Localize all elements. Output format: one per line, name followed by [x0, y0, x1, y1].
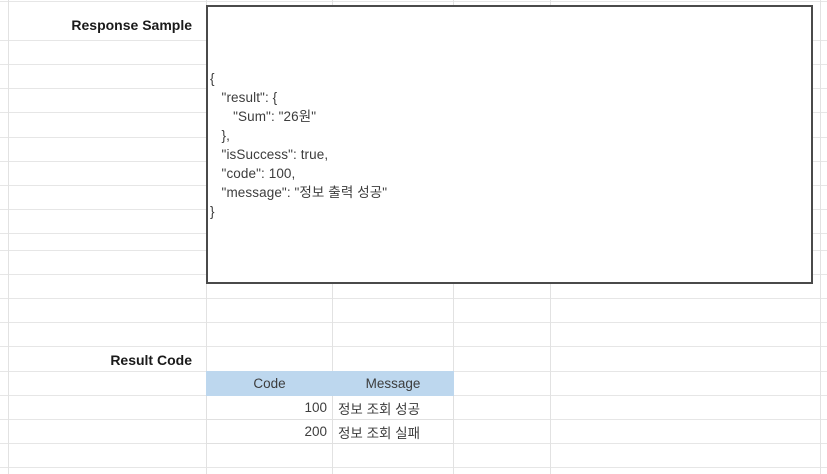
cell-message: 정보 조회 성공 [332, 395, 454, 420]
grid-row-line [0, 467, 827, 468]
grid-row-line [0, 1, 827, 2]
grid-column-line [820, 0, 821, 474]
column-header-message: Message [332, 371, 454, 396]
grid-column-line [8, 0, 9, 474]
grid-row-line [0, 443, 827, 444]
column-header-code: Code [206, 371, 333, 396]
table-row[interactable]: 200 정보 조회 실패 [206, 419, 454, 444]
grid-row-line [0, 346, 827, 347]
table-row[interactable]: 100 정보 조회 성공 [206, 395, 454, 420]
table-header-row: Code Message [206, 371, 454, 396]
grid-row-line [0, 322, 827, 323]
label-response-sample: Response Sample [71, 17, 192, 33]
cell-code: 100 [206, 395, 333, 420]
label-result-code: Result Code [110, 352, 192, 368]
response-sample-box[interactable]: { "result": { "Sum": "26원" }, "isSuccess… [206, 5, 813, 284]
cell-message: 정보 조회 실패 [332, 419, 454, 444]
grid-row-line [0, 298, 827, 299]
result-code-table[interactable]: Code Message 100 정보 조회 성공 200 정보 조회 실패 [206, 371, 454, 444]
response-sample-json: { "result": { "Sum": "26원" }, "isSuccess… [210, 71, 388, 219]
cell-code: 200 [206, 419, 333, 444]
